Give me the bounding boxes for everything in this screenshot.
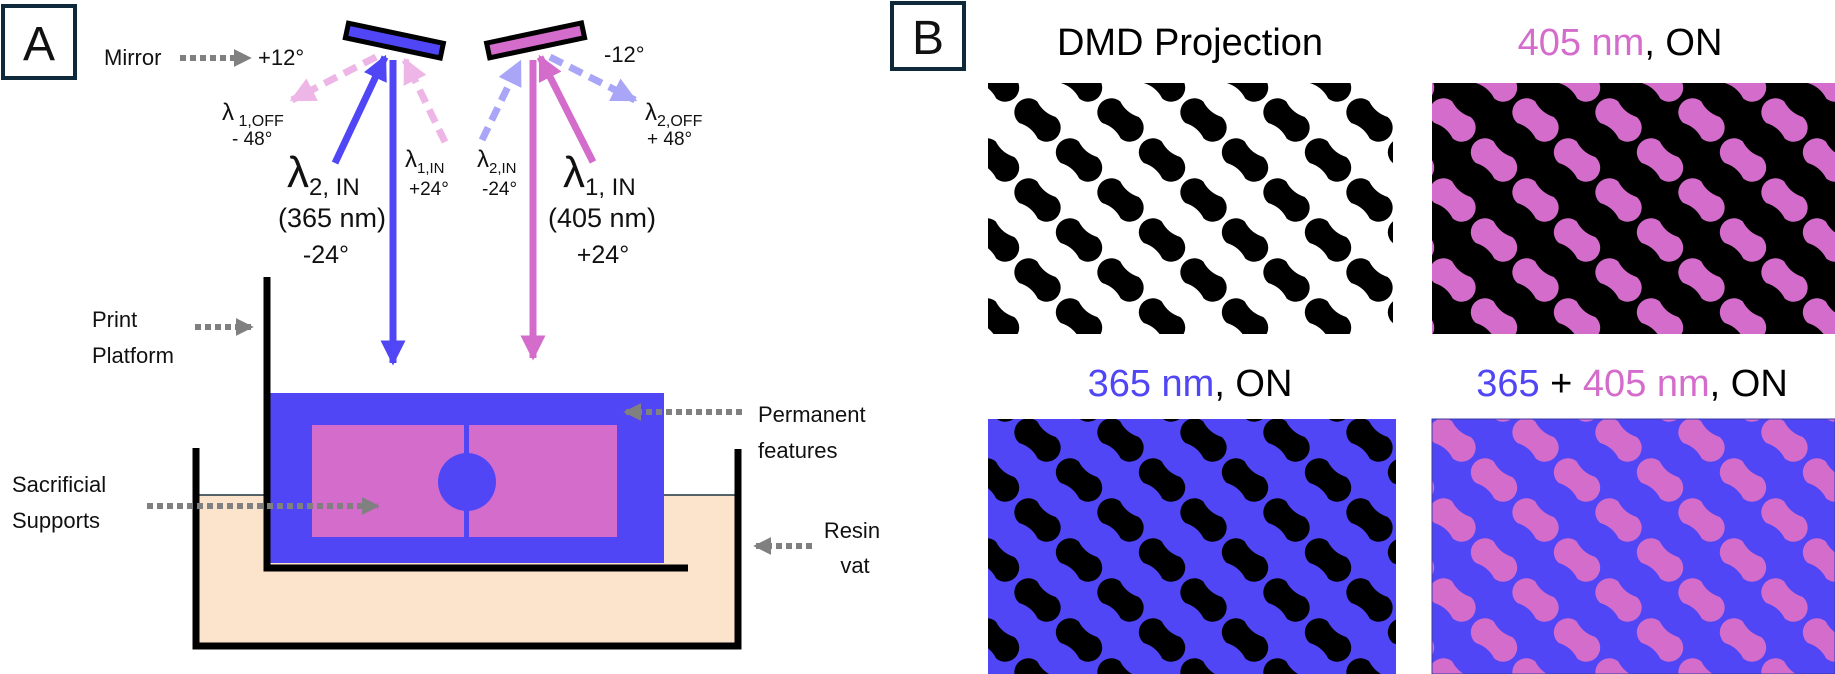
print-platform (263, 277, 688, 572)
mirror-left-angle: +12° (258, 45, 304, 70)
365nm-on-pattern (988, 419, 1396, 674)
lambda1-off-label: λ 1,OFF (222, 99, 284, 130)
panel-b: B DMD Projection 405 nm, ON 365 nm, ON 3… (890, 1, 1835, 674)
print-platform-label: Print Platform (92, 307, 174, 368)
365-405nm-on-pattern (1431, 418, 1835, 674)
mirror-right-angle: -12° (604, 42, 645, 67)
incident-365-beam (331, 54, 389, 165)
permanent-features-label: Permanent features (758, 402, 872, 463)
off-365-beam (548, 53, 638, 104)
lambda2-off-label: λ2,OFF (645, 99, 703, 130)
lambda2-in-small-angle: -24° (482, 179, 517, 200)
lambda2-in-label: λ2, IN (287, 148, 360, 201)
365nm-on-title: 365 nm, ON (1088, 363, 1293, 405)
lambda1-in-label: λ1, IN (563, 148, 636, 201)
panel-a-letter-box (1, 4, 77, 80)
resin-vat (192, 448, 742, 650)
incident-405-beam (536, 54, 597, 164)
lambda1-in-wavelength: (405 nm) (548, 203, 656, 233)
panel-a-letter: A (23, 18, 55, 71)
mirror-label: Mirror (104, 45, 161, 70)
panel-b-letter: B (912, 12, 944, 65)
incident-405-dashed-beam (401, 57, 449, 144)
dmd-projection-title: DMD Projection (1057, 22, 1323, 64)
405nm-on-title: 405 nm, ON (1518, 22, 1723, 64)
lambda1-in-angle: +24° (577, 241, 629, 269)
panel-a: A Mirror +12° -12° λ 1,OFF - 48° λ2,OFF … (1, 4, 886, 650)
sacrificial-supports-label: Sacrificial Supports (12, 472, 112, 533)
dmd-projection-pattern (988, 83, 1393, 334)
365-405nm-on-title: 365 + 405 nm, ON (1476, 363, 1788, 405)
off-405-beam (289, 53, 378, 104)
permanent-channel-feature (438, 453, 496, 511)
lambda1-off-angle: - 48° (232, 129, 272, 150)
lambda1-in-small-label: λ1,IN (405, 146, 445, 177)
incident-365-dashed-beam (478, 59, 524, 142)
405nm-on-pattern (1432, 83, 1835, 334)
resin-vat-label: Resin vat (824, 518, 886, 578)
lambda2-in-small-label: λ2,IN (477, 146, 517, 177)
lambda2-off-angle: + 48° (647, 129, 692, 150)
mirror-pink (483, 20, 588, 61)
lambda2-in-angle: -24° (303, 241, 349, 269)
lambda2-in-wavelength: (365 nm) (278, 203, 386, 233)
mirror-blue (342, 20, 447, 61)
lambda1-in-small-angle: +24° (409, 179, 449, 200)
panel-b-letter-box (890, 1, 966, 71)
